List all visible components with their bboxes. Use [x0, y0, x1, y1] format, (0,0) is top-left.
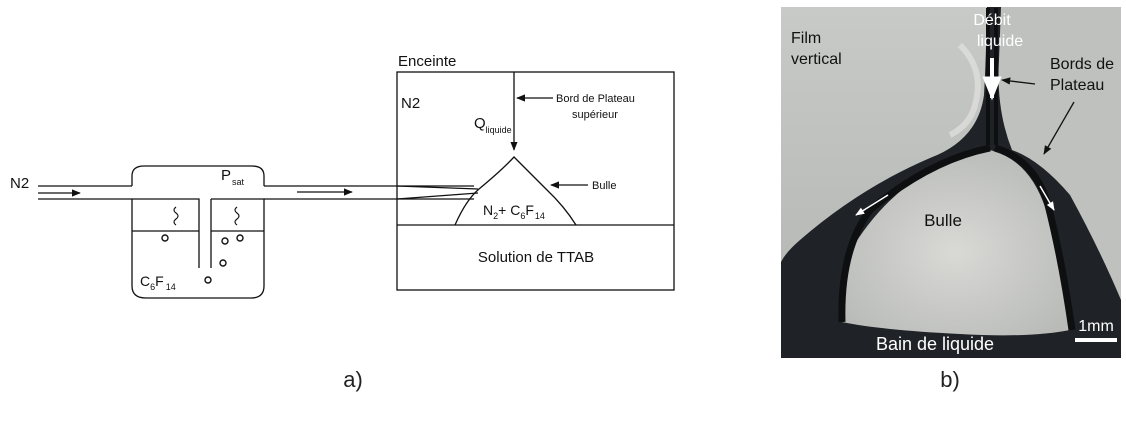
vapor-squiggle-icon-left — [174, 207, 178, 225]
inlet-tube-bottom — [38, 199, 199, 268]
enclosure-title: Enceinte — [398, 53, 456, 70]
plateau-border-label-line2: supérieur — [572, 109, 618, 121]
injection-needle — [397, 186, 478, 199]
film-label-line1: Film — [791, 30, 821, 47]
liquid-flow-label: Qliquide — [474, 115, 512, 135]
saturator-vessel — [132, 166, 264, 298]
enclosure-gas-label: N2 — [401, 95, 420, 112]
flow-label-line1: Débit — [973, 12, 1011, 29]
plateau-label-line2: Plateau — [1050, 77, 1104, 94]
scale-bar — [1075, 338, 1117, 342]
vapor-squiggle-icon-right — [235, 207, 239, 225]
plateau-border-label-line1: Bord de Plateau — [556, 93, 635, 105]
photo-bubble-label: Bulle — [924, 211, 962, 230]
film-label-line2: vertical — [791, 51, 842, 68]
bubble-label: Bulle — [592, 180, 616, 192]
panel-b-photo: Film vertical Débit liquide Bords de Pla… — [781, 7, 1121, 358]
scale-bar-label: 1mm — [1078, 318, 1114, 335]
plateau-label-line1: Bords de — [1050, 56, 1114, 73]
panel-a-caption: a) — [343, 367, 363, 392]
saturator-bubbles — [162, 235, 243, 283]
flow-label-line2: liquide — [977, 33, 1023, 50]
bubble-gas-label: N2+ C6F14 — [483, 202, 545, 221]
panel-b-caption: b) — [940, 367, 960, 392]
inlet-n2-label: N2 — [10, 175, 29, 192]
pressure-label: Psat — [221, 167, 245, 187]
solution-label: Solution de TTAB — [478, 249, 594, 266]
bath-label: Bain de liquide — [876, 334, 994, 354]
